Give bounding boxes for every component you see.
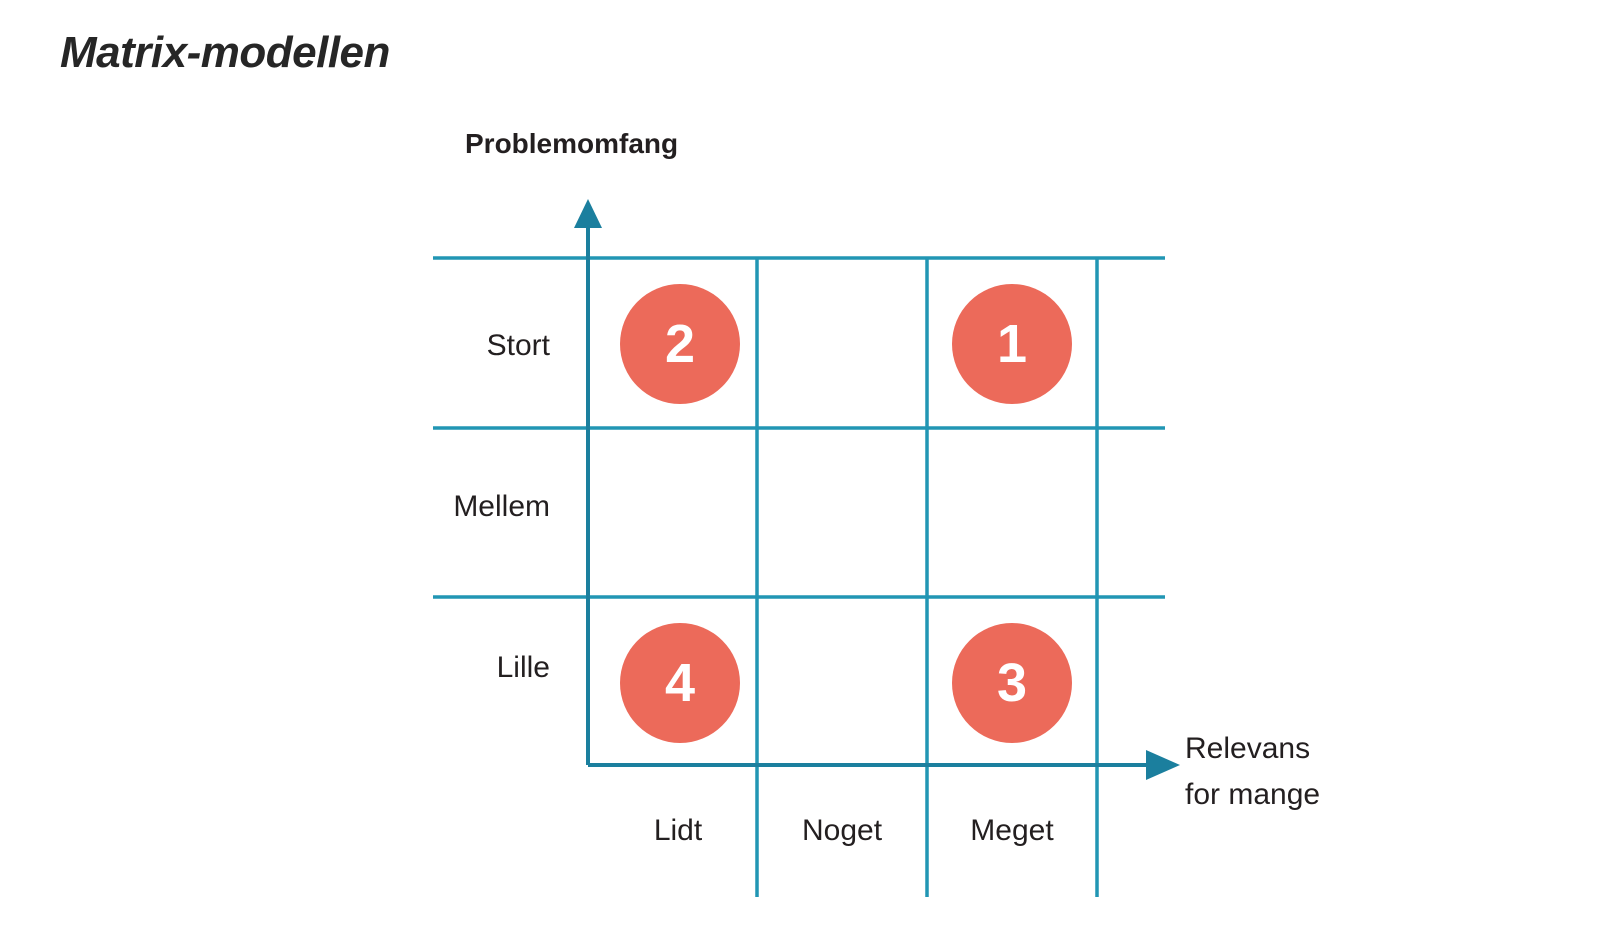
x-axis-title: Relevans for mange	[1185, 726, 1415, 818]
x-tick-label-noget: Noget	[801, 814, 883, 847]
y-tick-label-lille: Lille	[496, 651, 550, 684]
vertical-grid-lines	[755, 258, 1099, 897]
x-tick-label-meget: Meget	[970, 814, 1054, 847]
x-axis-title-line-2: for mange	[1185, 778, 1321, 811]
bubble-1[interactable]: 1	[952, 284, 1072, 404]
x-axis-arrow-icon	[1146, 750, 1180, 780]
bubble-label: 2	[665, 314, 695, 374]
y-tick-label-mellem: Mellem	[453, 490, 550, 523]
bubble-label: 1	[997, 314, 1027, 374]
bubble-label: 3	[997, 653, 1027, 713]
y-axis	[574, 199, 602, 765]
bubble-circle[interactable]	[620, 284, 740, 404]
x-axis	[588, 750, 1180, 780]
bubble-circle[interactable]	[952, 284, 1072, 404]
bubble-4[interactable]: 4	[620, 623, 740, 743]
bubble-2[interactable]: 2	[620, 284, 740, 404]
x-tick-label-lidt: Lidt	[653, 814, 703, 847]
bubble-circle[interactable]	[620, 623, 740, 743]
y-axis-arrow-icon	[574, 199, 602, 228]
bubble-3[interactable]: 3	[952, 623, 1072, 743]
horizontal-grid-lines	[433, 256, 1165, 599]
x-axis-title-line-1: Relevans	[1185, 732, 1311, 765]
bubble-label: 4	[665, 653, 695, 713]
y-axis-title: Problemomfang	[465, 128, 679, 159]
y-tick-label-stort: Stort	[486, 329, 550, 362]
bubble-circle[interactable]	[952, 623, 1072, 743]
page-title: Matrix-modellen	[60, 28, 390, 77]
